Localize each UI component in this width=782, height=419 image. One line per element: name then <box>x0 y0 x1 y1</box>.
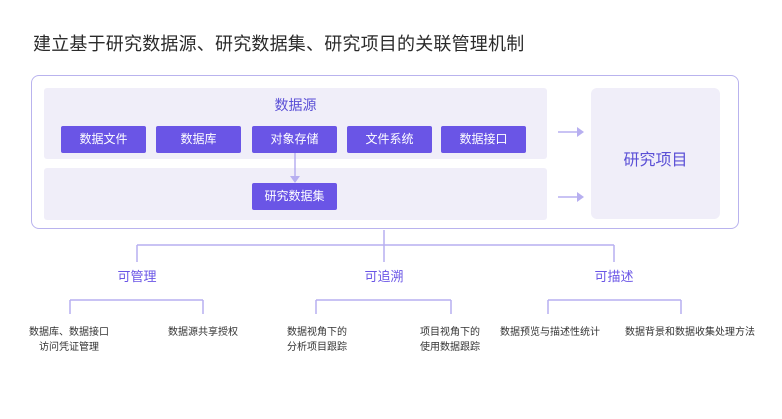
leaf-access-credentials: 数据库、数据接口 访问凭证管理 <box>29 327 109 353</box>
leaf-data-perspective: 数据视角下的 分析项目跟踪 <box>287 327 347 353</box>
leaf-source-sharing: 数据源共享授权 <box>168 327 238 338</box>
data-sources-title: 数据源 <box>274 98 317 114</box>
source-chip-database: 数据库 <box>156 126 241 153</box>
category-describable: 可描述 <box>594 270 634 285</box>
source-chip-file-system: 文件系统 <box>347 126 432 153</box>
leaf-project-perspective: 项目视角下的 使用数据跟踪 <box>420 327 480 353</box>
outer-frame <box>31 75 739 229</box>
research-project-label: 研究项目 <box>623 150 688 169</box>
source-chip-object-storage: 对象存储 <box>252 126 337 153</box>
dataset-chip: 研究数据集 <box>252 183 337 210</box>
research-project-panel <box>591 88 720 219</box>
page-title: 建立基于研究数据源、研究数据集、研究项目的关联管理机制 <box>33 34 525 55</box>
source-chip-data-files: 数据文件 <box>61 126 146 153</box>
category-manageable: 可管理 <box>117 270 157 285</box>
leaf-data-preview: 数据预览与描述性统计 <box>500 327 600 338</box>
source-chip-data-interface: 数据接口 <box>441 126 526 153</box>
leaf-data-background: 数据背景和数据收集处理方法 <box>625 327 755 338</box>
category-traceable: 可追溯 <box>364 270 404 285</box>
